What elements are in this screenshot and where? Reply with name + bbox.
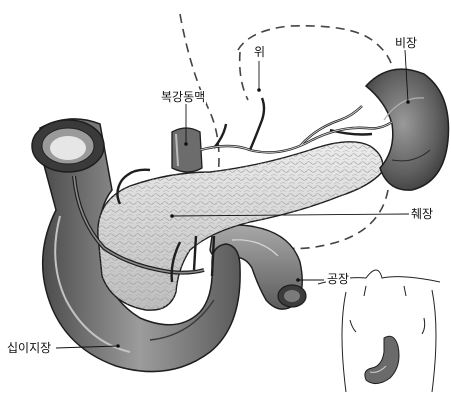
label-spleen: 비장	[394, 36, 418, 50]
celiac-artery	[172, 128, 202, 172]
label-duodenum: 십이지장	[6, 341, 52, 355]
stomach-inset-icon	[365, 336, 399, 383]
label-stomach: 위	[253, 45, 266, 59]
label-celiac-artery: 복강동맥	[160, 90, 206, 104]
label-pancreas: 췌장	[410, 207, 434, 221]
label-jejunum: 공장	[326, 272, 350, 286]
